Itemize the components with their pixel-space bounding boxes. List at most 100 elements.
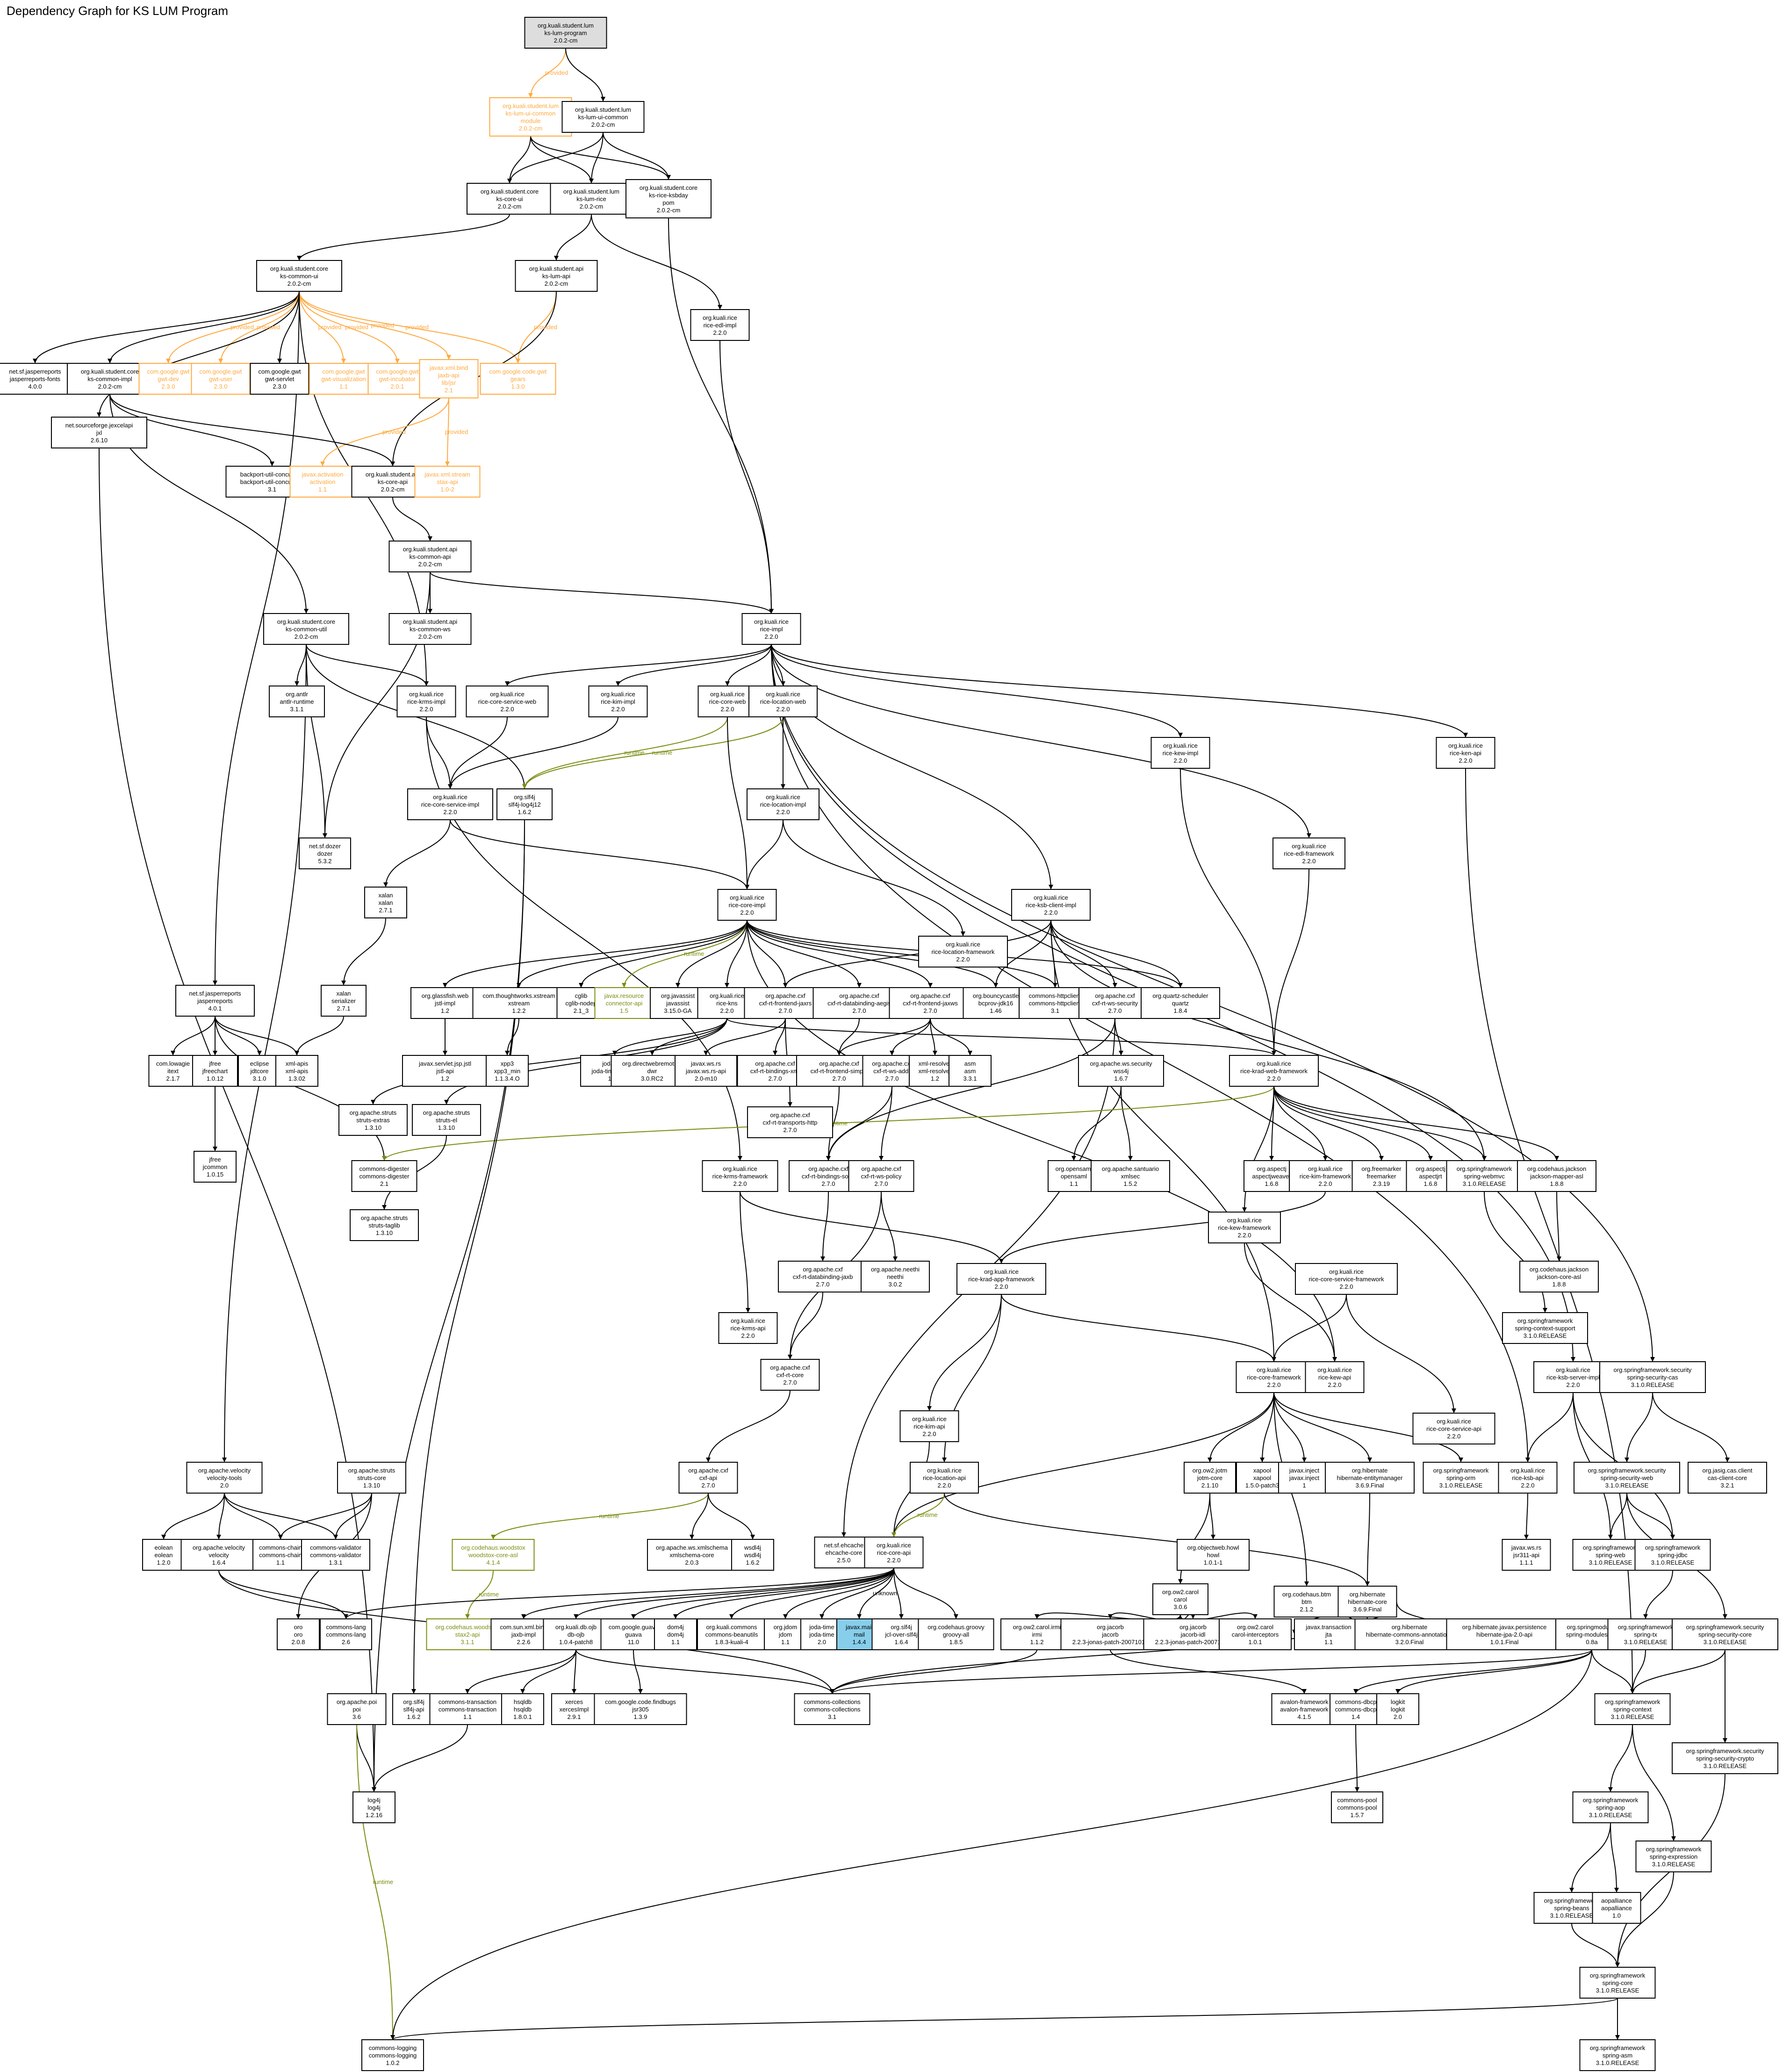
- edge-rice-core-impl-to-connector-api: [622, 920, 748, 988]
- node-label-line: lib/jsr: [442, 379, 456, 386]
- node-label-line: org.kuali.student.core: [270, 265, 328, 272]
- node-box: [194, 1151, 237, 1183]
- edge-spring-security-web-to-spring-jdbc: [1626, 1493, 1675, 1540]
- node-label-line: cas-client-core: [1708, 1474, 1747, 1481]
- node-box: [702, 1160, 778, 1192]
- node-label-line: 2.6: [342, 1639, 350, 1646]
- node-box: [1688, 1462, 1767, 1494]
- node-label-line: org.kuali.rice: [1329, 1268, 1364, 1275]
- node-label-line: org.kuali.rice: [766, 691, 800, 698]
- node-label-line: cxf-rt-frontend-simple: [811, 1068, 868, 1075]
- edge-cxf-databinding-jaxb-to-cxf-core: [788, 1292, 823, 1360]
- node-label-line: 1.2.16: [366, 1812, 382, 1819]
- node-label-line: xalan: [336, 990, 351, 997]
- node-label-line: backport-util-concurrent: [240, 471, 304, 478]
- edge-scope-label: provided: [257, 324, 280, 331]
- node-label-line: javassist: [666, 1000, 690, 1007]
- node-rice-core-service-framework: org.kuali.ricerice-core-service-framewor…: [1295, 1263, 1398, 1295]
- node-box: [625, 179, 712, 218]
- node-label-line: commons-beanutils: [705, 1631, 758, 1638]
- node-label-line: org.kuali.student.api: [403, 546, 457, 553]
- node-label-line: commons-digester: [359, 1165, 410, 1172]
- node-label-line: org.objectweb.howl: [1187, 1544, 1239, 1551]
- edge-cxf-frontend-jaxws-to-cxf-ws-addr: [890, 1018, 931, 1056]
- node-box: [496, 788, 553, 820]
- node-label-line: commons-validator: [310, 1544, 361, 1551]
- node-label-line: 3.0.6: [1174, 1603, 1187, 1610]
- node-label-line: cxf-rt-core: [776, 1372, 804, 1379]
- node-box: [351, 1160, 417, 1192]
- edge-lum-ui-common-to-rice-ksbd-pom: [603, 132, 671, 180]
- edge-common-ui-to-gwt-user: [218, 291, 300, 364]
- node-box: [1594, 1693, 1671, 1725]
- node-label-line: 1.6.4: [895, 1639, 908, 1646]
- node-label-line: cxf-rt-frontend-jaxrs: [759, 1000, 812, 1007]
- node-label-line: commons-digester: [359, 1173, 410, 1180]
- edge-spring-tx-to-spring-context: [1630, 1649, 1646, 1694]
- node-box: [1219, 1618, 1292, 1650]
- edges-layer: [33, 48, 1730, 2040]
- node-label-line: ks-lum-api: [542, 273, 570, 280]
- edge-rice-ksb-client-impl-to-rice-core-framework: [1050, 920, 1276, 1362]
- node-label-line: javax.activation: [302, 471, 344, 478]
- node-rice-krad-app-framework: org.kuali.ricerice-krad-app-framework2.2…: [956, 1263, 1046, 1295]
- node-label-line: hibernate-entitymanager: [1337, 1474, 1403, 1481]
- node-label-line: jasperreports: [197, 997, 233, 1004]
- node-box: [412, 1104, 481, 1136]
- edge-spring-security-cas-to-cas-client: [1652, 1392, 1730, 1463]
- node-label-line: 1.1.2: [1030, 1639, 1044, 1646]
- node-label-line: 2.2.0: [956, 956, 970, 963]
- node-label-line: com.google.gwt: [258, 368, 301, 375]
- edge-rice-core-api-to-joda-time: [820, 1567, 894, 1619]
- node-label-line: org.apache.ws.xmlschema: [656, 1544, 728, 1551]
- edge-spring-modules-to-commons-dbcp: [1353, 1649, 1592, 1694]
- node-label-line: bcprov-jdk16: [978, 1000, 1013, 1007]
- node-label-line: aspectjrt: [1419, 1173, 1442, 1180]
- edge-cxf-api-to-woodstox: [491, 1493, 709, 1540]
- node-label-line: com.thoughtworks.xstream: [482, 992, 555, 999]
- node-label-line: xalan: [378, 899, 393, 906]
- node-box: [697, 686, 757, 717]
- edge-scope-label: provided: [405, 324, 429, 331]
- node-label-line: org.apache.cxf: [1095, 992, 1135, 999]
- edge-cxf-frontend-simple-to-cxf-bindings-soap: [826, 1086, 840, 1161]
- node-box: [256, 260, 342, 292]
- edge-jasperreports-to-lowagie: [171, 1016, 216, 1056]
- node-box: [301, 1539, 370, 1571]
- node-label-line: antlr-runtime: [280, 698, 314, 705]
- node-label-line: org.kuali.student.lum: [563, 188, 619, 195]
- node-label-line: eolean: [154, 1552, 173, 1559]
- node-box: [1592, 1892, 1641, 1924]
- node-box: [1502, 1539, 1551, 1571]
- edge-lum-program-to-lum-ui-common-module: [528, 48, 566, 98]
- node-label-line: rice-core-service-api: [1426, 1425, 1481, 1432]
- node-label-line: 1.3.10: [438, 1124, 455, 1131]
- node-label-line: 2.2.6: [517, 1639, 531, 1646]
- node-label-line: 2.7.0: [833, 1075, 846, 1082]
- edge-rice-core-service-web-to-rice-core-service-impl: [448, 716, 508, 789]
- node-box: [361, 2039, 424, 2071]
- node-label-line: hibernate-commons-annotations: [1366, 1631, 1453, 1638]
- node-label-line: com.google.code.findbugs: [605, 1698, 676, 1705]
- edge-scope-label: provided: [545, 69, 568, 76]
- edge-rice-krad-web-framework-to-aspectjrt: [1273, 1086, 1433, 1161]
- node-box: [1236, 1361, 1312, 1393]
- node-label-line: ks-common-api: [410, 553, 451, 560]
- node-label-line: spring-orm: [1446, 1474, 1475, 1481]
- edge-scope-label: runtime: [684, 950, 704, 957]
- node-box: [350, 1209, 419, 1241]
- node-label-line: org.apache.velocity: [193, 1544, 245, 1551]
- node-box: [1289, 1160, 1362, 1192]
- node-label-line: rice-ksb-client-impl: [1026, 902, 1076, 909]
- node-label-line: 1.5.2: [1124, 1180, 1137, 1187]
